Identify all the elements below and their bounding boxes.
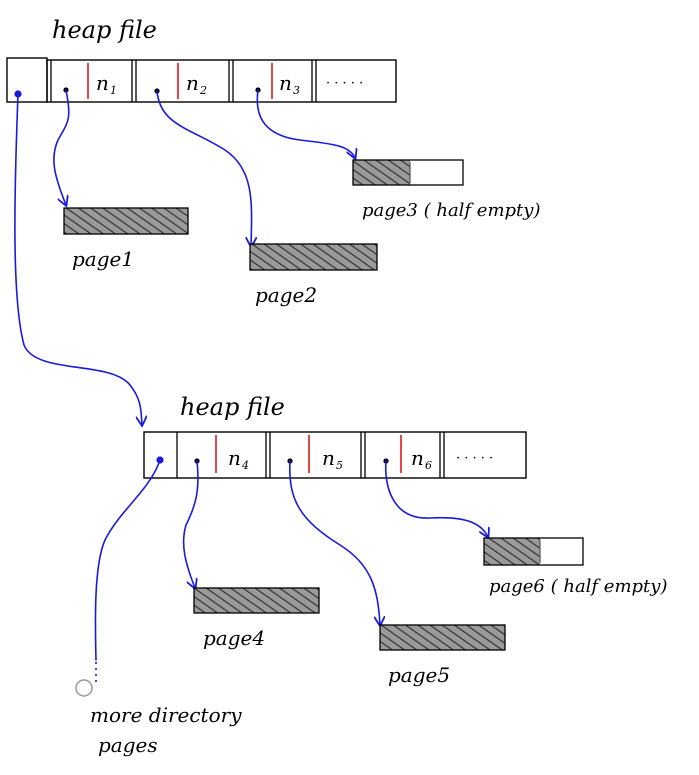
pointer-arrow-page6	[384, 460, 488, 537]
page1-block	[63, 207, 189, 235]
directory-2-slot-5: n 5	[287, 432, 366, 478]
more-directory-arrow	[94, 459, 161, 661]
pointer-arrow-page4	[182, 460, 199, 588]
directory-1-ellipsis: · · · · ·	[326, 76, 363, 91]
more-directory-end-circle	[75, 679, 93, 697]
slot-count-sub-4: 4	[241, 459, 249, 472]
page3-label: page3 ( half empty)	[362, 200, 540, 221]
page4-label: page4	[203, 626, 265, 650]
page1-label: page1	[72, 247, 134, 271]
pointer-arrow-page2	[156, 90, 252, 246]
page6-label: page6 ( half empty)	[489, 576, 667, 597]
directory-1-entries-box	[46, 59, 397, 103]
next-directory-arrow	[14, 93, 142, 425]
pointer-arrow-page5	[289, 460, 380, 625]
directory-1-next-pointer-cell	[6, 57, 48, 103]
slot-count-n2: n	[186, 71, 199, 95]
directory-2-slot-4: n 4	[194, 432, 271, 478]
page6-block-half-empty	[483, 537, 584, 566]
page4-block	[193, 587, 320, 614]
page2-block	[249, 243, 378, 271]
directory-1-slot-2: n 2	[154, 60, 234, 102]
pointer-arrow-page1	[53, 89, 70, 205]
page3-block-half-empty	[352, 159, 464, 186]
directory-2-ellipsis: · · · · ·	[456, 451, 493, 466]
slot-count-sub-2: 2	[199, 84, 207, 97]
directory-1-slot-3: n 3	[255, 60, 317, 102]
directory-2-slot-6: n 6	[383, 432, 445, 478]
more-directory-label-line2: pages	[98, 733, 158, 757]
directory-1-slot-1: n 1	[50, 60, 137, 102]
directory-2-entries-box	[143, 431, 527, 479]
directory-1: heap file n 1 n 2 n	[6, 16, 540, 425]
directory-2: heap file n 4 n 5 n 6	[75, 393, 667, 757]
slot-count-n6: n	[411, 446, 424, 470]
pointer-arrow-page3	[256, 89, 355, 158]
slot-count-n4: n	[228, 446, 241, 470]
more-directory-label-line1: more directory	[90, 703, 242, 727]
slot-count-n5: n	[322, 446, 335, 470]
slot-count-sub-1: 1	[110, 84, 117, 97]
slot-count-sub-6: 6	[425, 459, 432, 472]
slot-count-sub-3: 3	[293, 84, 300, 97]
slot-count-n3: n	[279, 71, 292, 95]
page5-label: page5	[388, 663, 450, 687]
directory-2-title: heap file	[180, 393, 285, 421]
slot-count-n1: n	[96, 71, 109, 95]
page2-label: page2	[255, 283, 317, 307]
directory-1-title: heap file	[52, 16, 157, 44]
slot-count-sub-5: 5	[336, 459, 343, 472]
page5-block	[379, 624, 506, 651]
